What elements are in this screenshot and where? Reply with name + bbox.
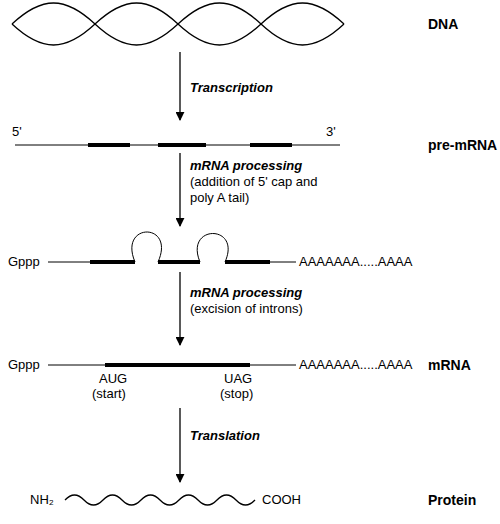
- tail-label: AAAAAAA.....AAAA: [299, 357, 412, 373]
- process-label: mRNA processing: [190, 285, 302, 301]
- exon: [158, 143, 206, 147]
- exon: [158, 260, 200, 264]
- stage-name: mRNA: [428, 357, 471, 373]
- terminus-label: NH₂: [30, 492, 54, 508]
- codon-note: (start): [92, 386, 126, 402]
- cap-label: Gppp: [8, 357, 40, 373]
- exon: [90, 260, 135, 264]
- end-label: 3': [326, 124, 336, 140]
- stage-name: Protein: [428, 492, 476, 508]
- rna-strand: [15, 145, 340, 146]
- coding-region: [105, 363, 250, 367]
- dna-helix: [12, 3, 344, 45]
- process-label: Transcription: [190, 80, 273, 96]
- process-label: mRNA processing: [190, 158, 302, 174]
- codon-label: UAG: [224, 371, 252, 387]
- stage-name: DNA: [428, 16, 458, 32]
- process-note: (excision of introns): [190, 301, 303, 317]
- terminus-label: COOH: [262, 492, 301, 508]
- rna-strand: [48, 262, 90, 263]
- process-label: Translation: [190, 428, 260, 444]
- exon: [88, 143, 130, 147]
- dna-strand: [12, 3, 344, 45]
- dna-strand: [12, 3, 344, 45]
- intron-loop: [132, 232, 162, 262]
- end-label: 5': [12, 124, 22, 140]
- exon: [250, 143, 292, 147]
- flow-arrow: [179, 272, 180, 345]
- intron-loop: [197, 234, 228, 263]
- stage-name: pre-mRNA: [428, 137, 497, 153]
- codon-note: (stop): [220, 386, 253, 402]
- flow-arrow: [179, 408, 180, 482]
- codon-label: AUG: [99, 371, 127, 387]
- tail-label: AAAAAAA.....AAAA: [299, 254, 412, 270]
- polypeptide-chain: [65, 495, 255, 505]
- rna-strand: [270, 262, 296, 263]
- exon: [225, 260, 270, 264]
- cap-label: Gppp: [8, 254, 40, 270]
- process-note: (addition of 5' cap and poly A tail): [190, 174, 318, 206]
- flow-arrow: [179, 153, 180, 226]
- flow-arrow: [179, 52, 180, 120]
- rna-strand: [48, 365, 296, 366]
